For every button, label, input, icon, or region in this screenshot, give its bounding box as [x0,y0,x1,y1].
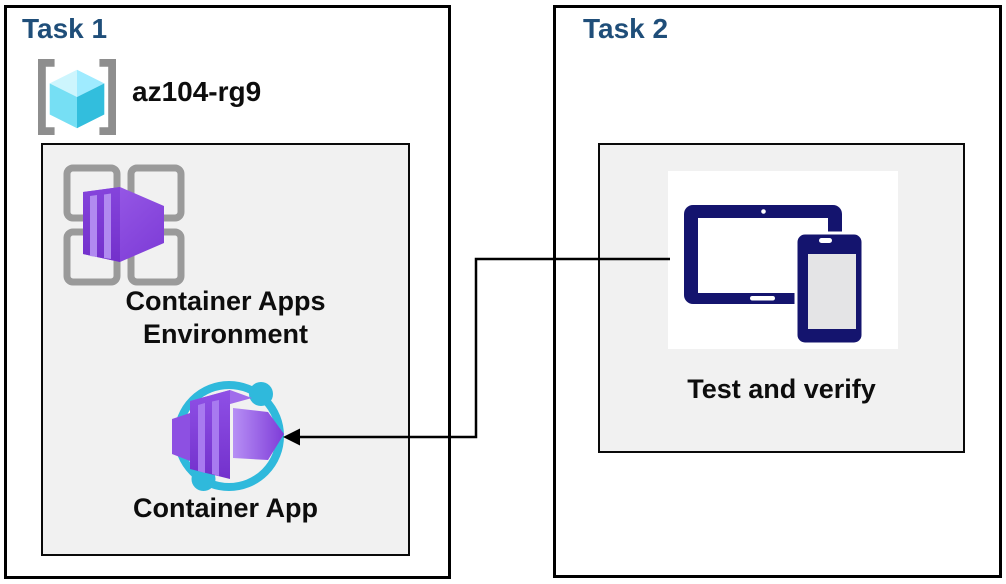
container-app-label: Container App [133,493,318,523]
container-app-icon [172,381,284,491]
task2-test-box: Test and verify [598,143,965,453]
container-apps-environment-label: Container Apps Environment [125,286,326,349]
task1-title: Task 1 [22,13,108,44]
resource-group-icon [38,58,116,136]
task1-resources-box: Container Apps Environment [41,143,410,556]
task1-panel: Task 1 az104-rg9 [4,5,451,579]
task2-title: Task 2 [583,13,669,44]
test-and-verify-label: Test and verify [687,374,876,404]
device-icon-plate [668,171,898,349]
tablet-and-phone-icon [684,205,865,346]
resource-group-name: az104-rg9 [132,76,262,107]
task2-panel: Task 2 Test and verify [553,5,1002,578]
container-apps-environment-icon [63,164,185,286]
